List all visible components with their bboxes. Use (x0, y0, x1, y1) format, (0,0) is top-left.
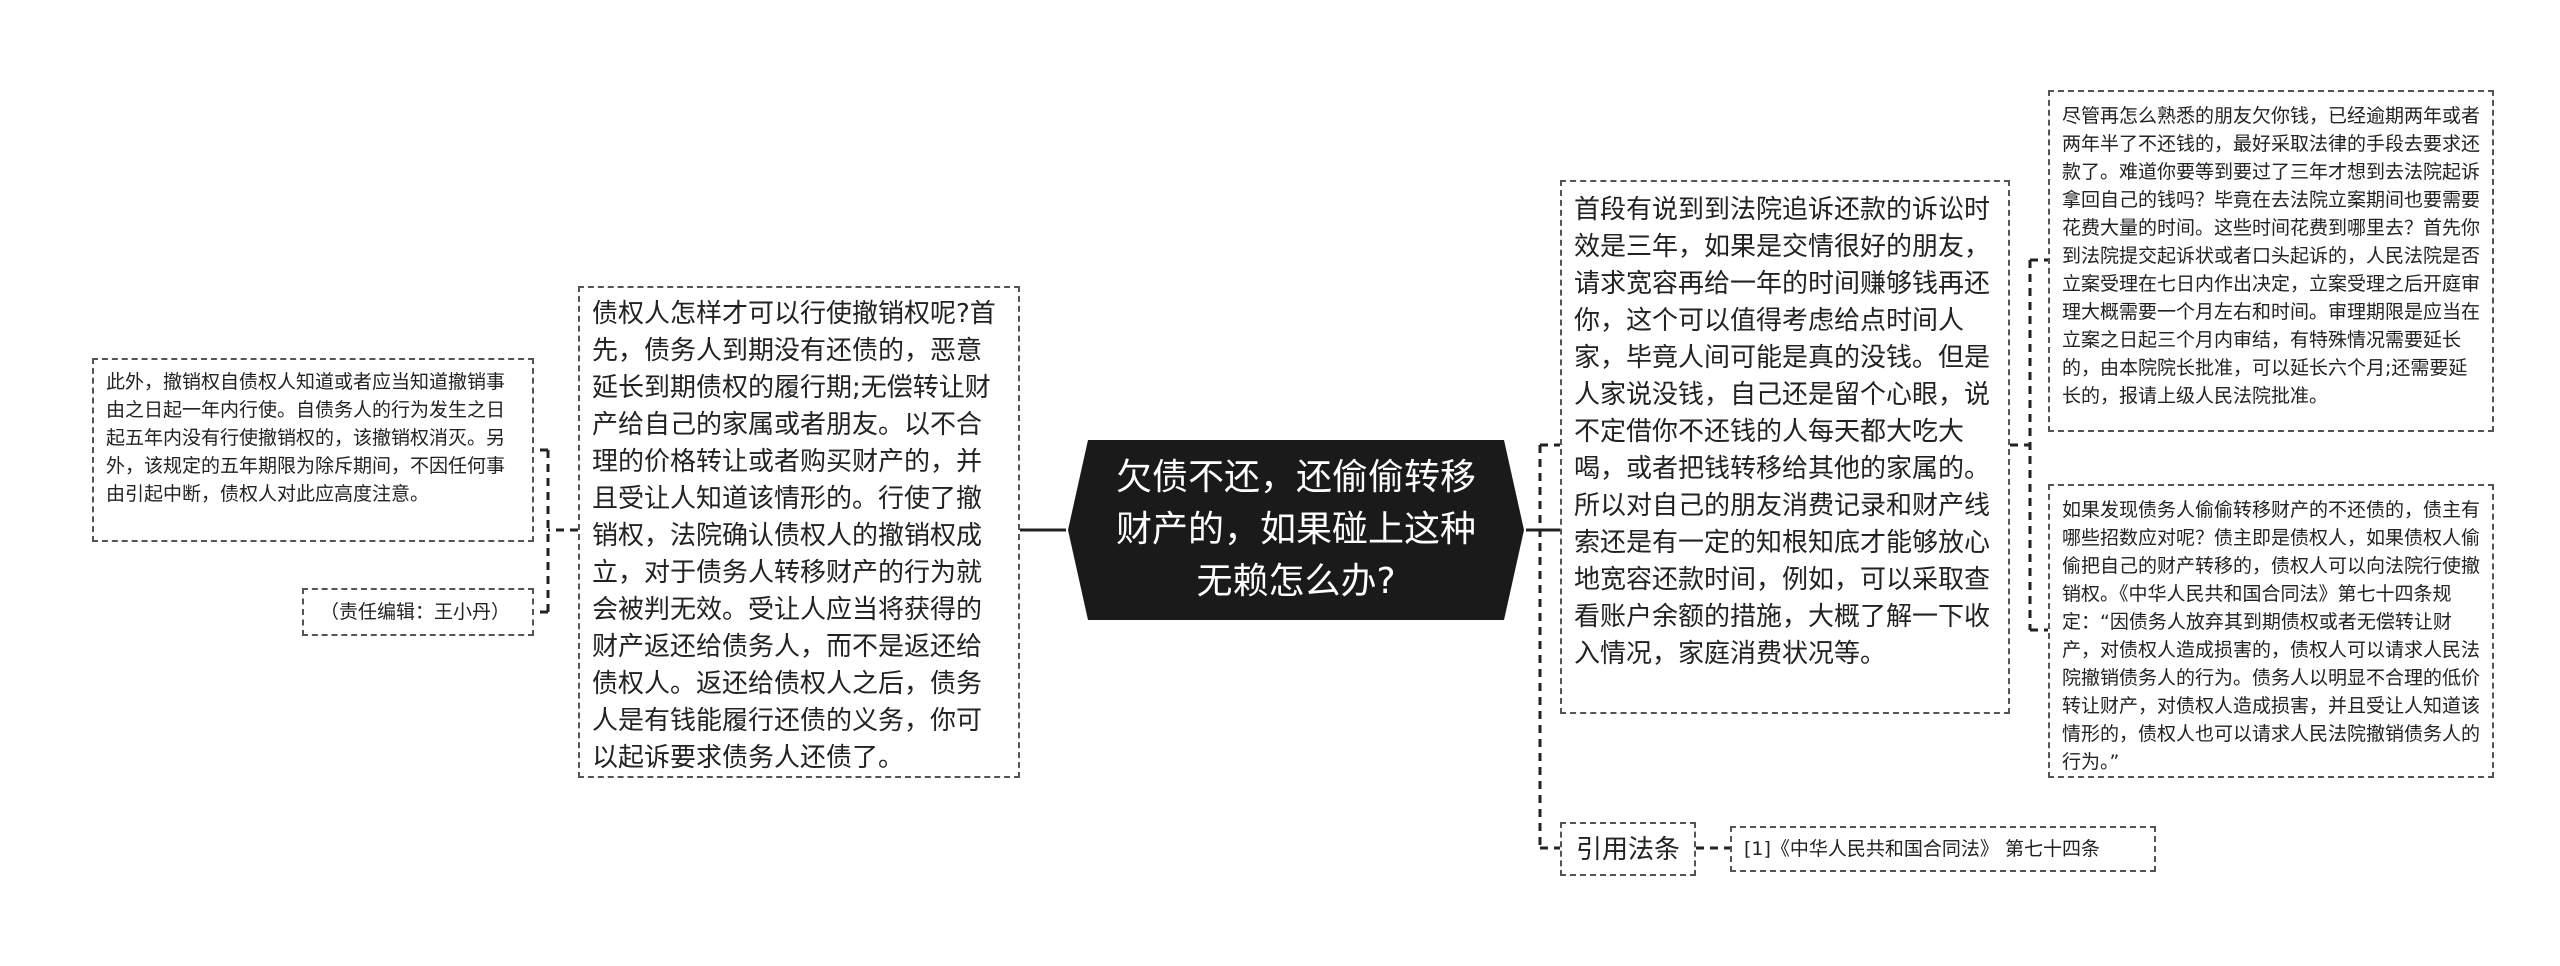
reference-item-text: [1]《中华人民共和国合同法》 第七十四条 (1744, 838, 2100, 860)
left-main-node[interactable]: 债权人怎样才可以行使撤销权呢?首先，债务人到期没有还债的，恶意延长到期债权的履行… (578, 286, 1020, 778)
reference-item-node[interactable]: [1]《中华人民共和国合同法》 第七十四条 (1730, 826, 2156, 872)
right-sub-text-lawsuit-time: 尽管再怎么熟悉的朋友欠你钱，已经逾期两年或者两年半了不还钱的，最好采取法律的手段… (2062, 105, 2481, 407)
central-topic-node[interactable]: 欠债不还，还偷偷转移财产的，如果碰上这种无赖怎么办? (1066, 438, 1526, 622)
left-main-text: 债权人怎样才可以行使撤销权呢?首先，债务人到期没有还债的，恶意延长到期债权的履行… (592, 299, 996, 773)
central-topic-shape (1068, 440, 1524, 620)
right-sub-node-lawsuit-time[interactable]: 尽管再怎么熟悉的朋友欠你钱，已经逾期两年或者两年半了不还钱的，最好采取法律的手段… (2048, 90, 2494, 432)
right-main-text: 首段有说到到法院追诉还款的诉讼时效是三年，如果是交情很好的朋友，请求宽容再给一年… (1574, 195, 1991, 669)
left-sub-text-revocation-period: 此外，撤销权自债权人知道或者应当知道撤销事由之日起一年内行使。自债务人的行为发生… (106, 371, 506, 505)
central-topic-title: 欠债不还，还偷偷转移财产的，如果碰上这种无赖怎么办? (1115, 457, 1476, 602)
right-sub-node-transfer-assets[interactable]: 如果发现债务人偷偷转移财产的不还债的，债主有哪些招数应对呢？债主即是债权人，如果… (2048, 484, 2494, 778)
reference-label-text: 引用法条 (1576, 835, 1681, 865)
reference-label-node[interactable]: 引用法条 (1560, 822, 1696, 876)
left-sub-node-editor[interactable]: （责任编辑：王小丹） (302, 588, 534, 636)
right-main-node[interactable]: 首段有说到到法院追诉还款的诉讼时效是三年，如果是交情很好的朋友，请求宽容再给一年… (1560, 180, 2010, 714)
left-sub-text-editor: （责任编辑：王小丹） (320, 601, 511, 623)
right-sub-text-transfer-assets: 如果发现债务人偷偷转移财产的不还债的，债主有哪些招数应对呢？债主即是债权人，如果… (2062, 499, 2481, 773)
left-sub-node-revocation-period[interactable]: 此外，撤销权自债权人知道或者应当知道撤销事由之日起一年内行使。自债务人的行为发生… (92, 358, 534, 542)
